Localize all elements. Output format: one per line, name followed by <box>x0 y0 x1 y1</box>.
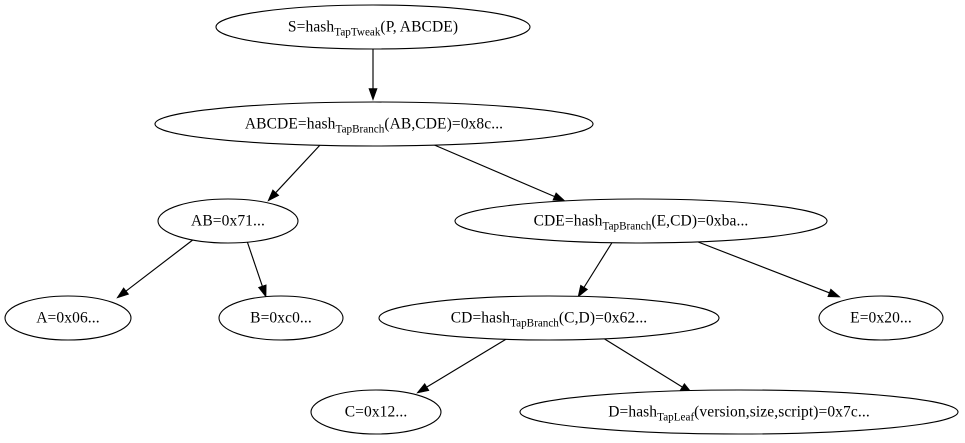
node-label-d: D=hashTapLeaf(version,size,script)=0x7c.… <box>608 403 870 424</box>
node-label-ab: AB=0x71... <box>191 213 265 229</box>
arrowhead-abcde-to-cde <box>552 192 566 202</box>
label-prefix: AB=0x71... <box>191 212 265 230</box>
edge-abcde-to-cde <box>431 143 555 197</box>
node-label-a: A=0x06... <box>36 310 99 326</box>
node-label-cde: CDE=hashTapBranch(E,CD)=0xba... <box>533 212 749 233</box>
edge-cd-to-c <box>426 337 509 388</box>
label-suffix: (AB,CDE)=0x8c... <box>384 115 504 133</box>
label-prefix: A=0x06... <box>36 309 100 327</box>
edge-ab-to-b <box>246 240 263 287</box>
label-subscript: TapLeaf <box>657 411 695 424</box>
nodes-layer <box>4 4 959 435</box>
node-label-cd: CD=hashTapBranch(C,D)=0x62... <box>450 309 648 330</box>
label-prefix: B=0xc0... <box>250 309 312 327</box>
label-subscript: TapBranch <box>510 317 559 330</box>
edge-ab-to-a <box>125 238 195 292</box>
label-subscript: TapTweak <box>334 26 381 39</box>
label-suffix: (P, ABCDE) <box>380 18 459 36</box>
label-prefix: D=hash <box>608 403 658 421</box>
label-prefix: C=0x12... <box>344 403 408 421</box>
node-ellipse-d[interactable] <box>519 389 959 435</box>
node-label-b: B=0xc0... <box>250 310 312 326</box>
node-ellipse-abcde[interactable] <box>154 101 594 147</box>
node-ellipse-a[interactable] <box>4 295 132 341</box>
label-suffix: (E,CD)=0xba... <box>651 212 749 230</box>
node-label-e: E=0x20... <box>850 310 912 326</box>
label-prefix: CDE=hash <box>533 212 603 230</box>
node-ellipse-cde[interactable] <box>454 198 828 244</box>
node-ellipse-s[interactable] <box>215 4 531 50</box>
label-prefix: ABCDE=hash <box>244 115 336 133</box>
edges-layer <box>116 49 841 394</box>
label-subscript: TapBranch <box>335 123 385 136</box>
node-label-abcde: ABCDE=hashTapBranch(AB,CDE)=0x8c... <box>244 115 504 136</box>
arrowhead-cd-to-c <box>416 383 430 394</box>
node-ellipse-ab[interactable] <box>157 198 299 244</box>
arrowhead-ab-to-a <box>116 287 130 299</box>
node-label-c: C=0x12... <box>345 404 408 420</box>
label-prefix: E=0x20... <box>850 309 912 327</box>
node-ellipse-e[interactable] <box>818 295 944 341</box>
edge-cde-to-cd <box>583 240 614 288</box>
arrowhead-ab-to-b <box>257 284 267 298</box>
label-prefix: CD=hash <box>450 309 511 327</box>
arrowhead-cde-to-cd <box>577 284 589 298</box>
edge-abcde-to-ab <box>275 143 322 193</box>
node-ellipse-cd[interactable] <box>378 295 720 341</box>
arrowhead-cde-to-e <box>827 288 841 298</box>
node-label-s: S=hashTapTweak(P, ABCDE) <box>287 18 459 39</box>
edge-cde-to-e <box>692 239 830 294</box>
node-ellipse-b[interactable] <box>218 295 344 341</box>
arrowhead-s-to-abcde <box>368 88 378 101</box>
label-suffix: (version,size,script)=0x7c... <box>694 403 870 421</box>
label-suffix: (C,D)=0x62... <box>558 309 648 327</box>
label-subscript: TapBranch <box>602 220 652 233</box>
edge-cd-to-d <box>602 337 683 388</box>
arrowhead-abcde-to-ab <box>267 189 280 202</box>
node-ellipse-c[interactable] <box>310 389 442 435</box>
label-prefix: S=hash <box>287 18 335 36</box>
